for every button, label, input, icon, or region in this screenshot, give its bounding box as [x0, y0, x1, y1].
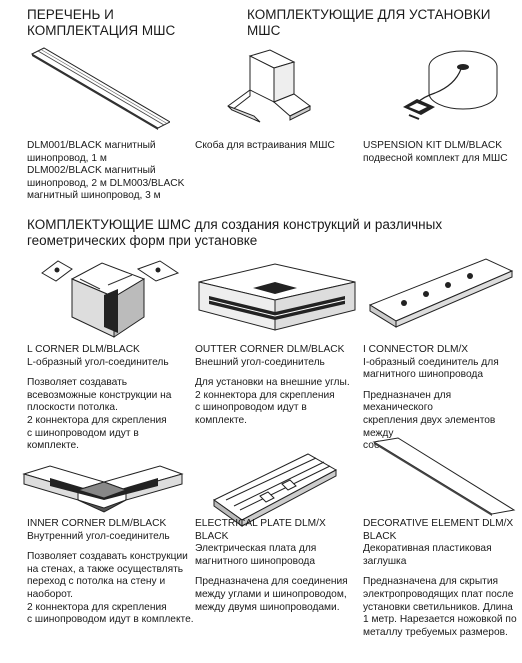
item-name: I CONNECTOR DLM/X — [363, 344, 469, 355]
shms-title: КОМПЛЕКТУЮЩИЕ ШМС для создания конструкц… — [27, 217, 443, 248]
item-desc: 2 коннектора для скрепления — [27, 414, 167, 426]
item-desc: плоскости потолка. — [27, 402, 118, 414]
bracket-caption: Скоба для встраивания МШС — [195, 140, 355, 153]
suspension-kit-image — [395, 45, 505, 130]
item-desc: скрепления двух элементов между — [363, 414, 496, 439]
suspension-caption: USPENSION KIT DLM/BLACK подвесной компле… — [363, 140, 518, 165]
outter-corner-caption: OUTTER CORNER DLM/BLACK Внешний угол-сое… — [195, 344, 360, 428]
busbar-caption: DLM001/BLACK магнитный шинопровод, 1 м D… — [27, 140, 192, 203]
item-desc: на стенах, а также осуществлять — [27, 563, 184, 575]
outter-corner-image — [195, 260, 360, 335]
i-connector-image — [366, 255, 516, 335]
item-name: L CORNER DLM/BLACK — [27, 344, 140, 355]
caption-line: DLM002/BLACK магнитный — [27, 165, 156, 177]
item-name: OUTTER CORNER DLM/BLACK — [195, 344, 345, 355]
item-name: INNER CORNER DLM/BLACK — [27, 518, 167, 529]
bracket-image — [222, 48, 312, 128]
item-desc: Для установки на внешние углы. — [195, 377, 350, 389]
item-desc: 1 метр. Нарезается ножовкой по — [363, 614, 517, 626]
inner-corner-image — [20, 460, 185, 515]
caption-line: шинопровод, 2 м DLM003/BLACK — [27, 177, 185, 189]
item-desc: Предназначен для механического — [363, 389, 452, 414]
item-desc: с шинопроводом идут в комплекте. — [27, 614, 194, 626]
l-corner-caption: L CORNER DLM/BLACK L-образный угол-соеди… — [27, 344, 192, 453]
decorative-element-caption: DECORATIVE ELEMENT DLM/X BLACK Декоратив… — [363, 518, 521, 639]
mount-title: КОМПЛЕКТУЮЩИЕ ДЛЯ УСТАНОВКИ МШС — [247, 7, 491, 38]
decorative-element-image — [368, 436, 518, 516]
caption-line: магнитный шинопровод, 3 м — [27, 190, 161, 202]
item-desc: установки светильников. Длина — [363, 601, 513, 613]
item-desc: Предназначена для соединения — [195, 576, 348, 588]
item-desc: между углами и шинопроводом, — [195, 588, 347, 600]
item-desc: Позволяет создавать — [27, 377, 128, 389]
list-title: ПЕРЕЧЕНЬ И КОМПЛЕКТАЦИЯ МШС — [27, 7, 176, 38]
caption-line: Скоба для встраивания МШС — [195, 140, 335, 151]
item-name: Внешний угол-соединитель — [195, 356, 325, 368]
item-name: DECORATIVE ELEMENT DLM/X BLACK — [363, 518, 514, 542]
inner-corner-caption: INNER CORNER DLM/BLACK Внутренний угол-с… — [27, 518, 195, 627]
item-desc: с шинопроводом идут в комплекте. — [195, 402, 307, 426]
item-desc: Позволяет создавать конструкции — [27, 551, 188, 563]
item-desc: с шинопроводом идут в комплекте. — [27, 427, 139, 452]
l-corner-image — [28, 255, 188, 340]
item-desc: 2 коннектора для скрепления — [27, 601, 167, 613]
item-name: ELECTRICAL PLATE DLM/X BLACK — [195, 518, 326, 542]
electrical-plate-image — [210, 450, 340, 530]
electrical-plate-caption: ELECTRICAL PLATE DLM/X BLACK Электрическ… — [195, 518, 360, 614]
item-name: L-образный угол-соединитель — [27, 356, 169, 368]
item-name: магнитного шинопровода — [363, 369, 484, 381]
item-name: Электрическая плата для — [195, 543, 317, 555]
item-name: магнитного шинопровода — [195, 555, 316, 567]
item-name: Декоративная пластиковая — [363, 543, 492, 555]
caption-line: USPENSION KIT DLM/BLACK — [363, 140, 503, 151]
item-name: заглушка — [363, 555, 407, 567]
item-desc: переход с потолка на стену и — [27, 576, 166, 588]
item-desc: наоборот. — [27, 588, 73, 600]
item-desc: 2 коннектора для скрепления — [195, 389, 335, 401]
caption-line: DLM001/BLACK магнитный — [27, 140, 156, 151]
caption-line: подвесной комплект для МШС — [363, 152, 508, 164]
item-name: Внутренний угол-соединитель — [27, 530, 170, 542]
item-desc: электропроводящих плат после — [363, 588, 514, 600]
caption-line: шинопровод, 1 м — [27, 152, 107, 164]
item-desc: всевозможные конструкции на — [27, 389, 172, 401]
item-name: I-образный соединитель для — [363, 356, 499, 368]
busbar-image — [20, 40, 170, 130]
item-desc: Предназначена для скрытия — [363, 576, 499, 588]
item-desc: между двумя шинопроводами. — [195, 601, 340, 613]
item-desc: металлу требуемых размеров. — [363, 626, 508, 638]
